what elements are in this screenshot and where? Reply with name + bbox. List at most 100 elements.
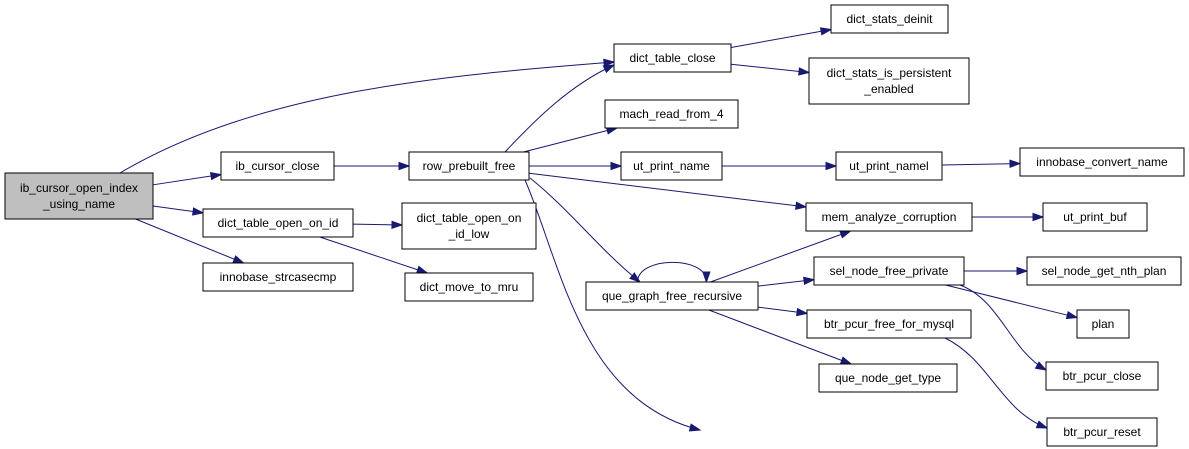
node-dict-table-open-on-id-low[interactable]: dict_table_open_on _id_low [401, 202, 537, 250]
arrowhead [603, 58, 616, 68]
node-label: dict_table_open_on [417, 211, 522, 225]
node-box [1076, 309, 1130, 339]
edge-line [730, 29, 832, 48]
node-label: btr_pcur_free_for_mysql [824, 317, 954, 331]
node-label: _id_low [448, 227, 490, 241]
node-label: ib_cursor_close [235, 159, 319, 173]
node-innobase-strcasecmp[interactable]: innobase_strcasecmp [202, 262, 354, 292]
arrowhead [1065, 310, 1079, 320]
edge-ib-cursor-open-index-using-name-to-innobase-strcasecmp [135, 218, 246, 264]
node-label: innobase_convert_name [1036, 155, 1168, 169]
node-box [613, 43, 732, 73]
edge-ib-cursor-open-index-using-name-to-dict-table-open-on-id [152, 205, 205, 216]
node-label: mem_analyze_corruption [822, 210, 957, 224]
node-label: ut_print_name [633, 159, 710, 173]
node-label: ut_print_buf [1063, 210, 1127, 224]
arrowhead [825, 161, 838, 171]
arrowhead [798, 67, 811, 76]
edge-que-graph-free-recursive-to-sel-node-free-private [757, 276, 816, 287]
arrowhead [209, 171, 223, 181]
node-label: btr_pcur_reset [1063, 425, 1141, 439]
edge-row-prebuilt-free-to-ut-print-name [529, 161, 623, 171]
arrowhead [1035, 420, 1049, 429]
node-box [1019, 147, 1185, 177]
node-box [830, 4, 949, 34]
node-innobase-convert-name[interactable]: innobase_convert_name [1019, 147, 1185, 177]
edge-ib-cursor-close-to-row-prebuilt-free [334, 161, 411, 171]
node-dict-stats-is-persistent-enabled[interactable]: dict_stats_is_persistent_enabled [808, 57, 970, 105]
node-box [806, 309, 972, 339]
edge-line [944, 337, 1048, 429]
node-label: btr_pcur_close [1063, 369, 1142, 383]
node-sel-node-get-nth-plan[interactable]: sel_node_get_nth_plan [1026, 256, 1182, 286]
edge-line [523, 127, 618, 153]
node-box [1045, 361, 1159, 391]
node-label: ut_print_namel [849, 159, 928, 173]
node-mem-analyze-corruption[interactable]: mem_analyze_corruption [805, 202, 973, 232]
node-sel-node-free-private[interactable]: sel_node_free_private [813, 256, 965, 286]
edge-line [959, 284, 1047, 371]
nodes-layer: ib_cursor_open_index_using_nameib_cursor… [4, 4, 1185, 447]
edge-line [504, 64, 615, 153]
node-box [4, 172, 154, 220]
edge-mem-analyze-corruption-to-ut-print-buf [972, 212, 1045, 222]
arrowhead [602, 64, 616, 74]
edge-line [710, 230, 851, 283]
node-row-prebuilt-free[interactable]: row_prebuilt_free [408, 151, 530, 181]
arrowhead [192, 207, 205, 216]
arrowhead [398, 161, 411, 171]
node-dict-table-open-on-id[interactable]: dict_table_open_on_id [202, 208, 354, 238]
node-ut-print-namel[interactable]: ut_print_namel [835, 151, 943, 181]
edge-line [319, 236, 428, 274]
node-box [1042, 202, 1148, 232]
node-label: sel_node_free_private [830, 264, 949, 278]
node-que-node-get-type[interactable]: que_node_get_type [818, 363, 958, 393]
arrowhead [1016, 266, 1029, 276]
node-label: ib_cursor_open_index [20, 181, 138, 195]
node-box [813, 256, 965, 286]
node-box [202, 208, 354, 238]
arrowhead [1034, 361, 1048, 371]
node-ut-print-buf[interactable]: ut_print_buf [1042, 202, 1148, 232]
node-mach-read-from-4[interactable]: mach_read_from_4 [604, 99, 739, 129]
edge-row-prebuilt-free-to-mach-read-from-4 [523, 126, 619, 153]
node-label: dict_stats_deinit [846, 12, 933, 26]
edges-layer [119, 27, 1079, 432]
node-dict-move-to-mru[interactable]: dict_move_to_mru [404, 272, 534, 302]
node-box [835, 151, 943, 181]
node-box [408, 151, 530, 181]
node-label: dict_stats_is_persistent [827, 66, 952, 80]
node-box [818, 363, 958, 393]
edge-line [708, 309, 852, 365]
arrowhead [1009, 159, 1022, 168]
node-btr-pcur-reset[interactable]: btr_pcur_reset [1046, 417, 1158, 447]
node-ib-cursor-close[interactable]: ib_cursor_close [220, 151, 335, 181]
edge-line [152, 174, 222, 186]
edge-row-prebuilt-free-to-dict-table-close [504, 64, 616, 153]
edge-sel-node-free-private-to-btr-pcur-close [959, 284, 1048, 371]
node-box [404, 272, 534, 302]
node-btr-pcur-close[interactable]: btr_pcur_close [1045, 361, 1159, 391]
node-btr-pcur-free-for-mysql[interactable]: btr_pcur_free_for_mysql [806, 309, 972, 339]
arrowhead [803, 276, 816, 286]
node-dict-stats-deinit[interactable]: dict_stats_deinit [830, 4, 949, 34]
arrowhead [839, 356, 853, 365]
edge-dict-table-close-to-dict-stats-is-persistent-enabled [730, 63, 811, 76]
node-dict-table-close[interactable]: dict_table_close [613, 43, 732, 73]
node-label: dict_table_open_on_id [218, 216, 339, 230]
node-box [805, 202, 973, 232]
edge-row-prebuilt-free-to-que-graph-free-recursive [529, 177, 642, 283]
node-box [220, 151, 335, 181]
edge-dict-table-close-to-dict-stats-deinit [730, 27, 833, 48]
arrowhead [415, 265, 429, 274]
node-label: que_node_get_type [835, 371, 941, 385]
node-box [1026, 256, 1182, 286]
node-que-graph-free-recursive[interactable]: que_graph_free_recursive [585, 281, 759, 311]
node-ut-print-name[interactable]: ut_print_name [620, 151, 723, 181]
edge-line [730, 63, 810, 73]
node-label: sel_node_get_nth_plan [1042, 264, 1167, 278]
edge-line [529, 177, 641, 283]
node-ib-cursor-open-index-using-name[interactable]: ib_cursor_open_index_using_name [4, 172, 154, 220]
node-plan[interactable]: plan [1076, 309, 1130, 339]
